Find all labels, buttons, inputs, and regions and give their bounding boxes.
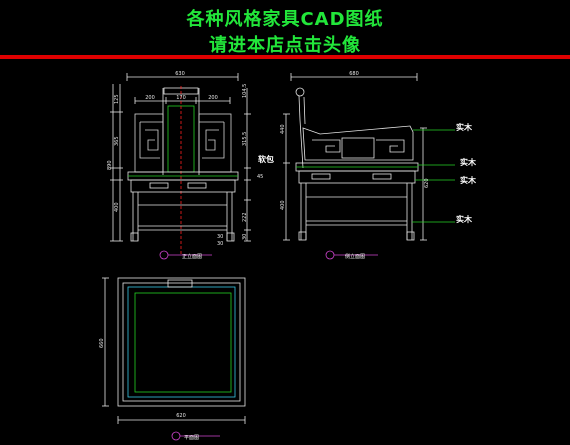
banner-title: 各种风格家具CAD图纸 — [186, 9, 384, 30]
front-dim-right-3: 222 — [242, 212, 248, 222]
side-view-title: 侧立面图 — [345, 253, 365, 260]
side-dim-right-total: 620 — [424, 178, 430, 188]
front-dim-foot-a: 30 — [217, 234, 223, 240]
front-dim-height-total: 890 — [107, 160, 113, 170]
banner-subtitle: 请进本店点击头像 — [209, 35, 361, 56]
red-divider — [0, 55, 570, 59]
front-dim-sub-mid: 170 — [176, 95, 186, 101]
front-dim-left-1: 125 — [114, 94, 120, 104]
front-dim-right-2: 45 — [257, 174, 263, 180]
front-dim-top-right: 104.5 — [242, 84, 248, 98]
front-dim-width: 630 — [175, 71, 185, 77]
plan-dim-depth: 660 — [99, 338, 105, 348]
front-label-cushion: 软包 — [258, 154, 274, 164]
side-label-solid-4: 实木 — [456, 214, 473, 224]
front-elevation — [110, 73, 251, 260]
header-banner: 各种风格家具CAD图纸 请进本店点击头像 — [0, 0, 570, 56]
plan-dim-width: 620 — [176, 413, 186, 419]
front-dim-sub-left: 200 — [145, 95, 155, 101]
side-label-solid-3: 实木 — [460, 175, 477, 185]
front-dim-left-3: 400 — [114, 202, 120, 212]
side-dim-left-2: 400 — [280, 200, 286, 210]
front-dim-left-2: 365 — [114, 136, 120, 146]
side-label-solid-1: 实木 — [456, 122, 473, 132]
front-view-title: 正立面图 — [182, 253, 202, 260]
plan-view-title: 平面图 — [184, 435, 199, 441]
side-dim-width: 680 — [349, 71, 359, 77]
side-elevation — [283, 73, 455, 260]
side-label-solid-2: 实木 — [460, 157, 477, 167]
front-dim-foot-b: 30 — [217, 241, 223, 247]
cad-drawing: 630 200 170 200 104.5 125 365 890 315.5 … — [99, 71, 477, 441]
front-dim-sub-right: 200 — [208, 95, 218, 101]
side-dim-left-1: 440 — [280, 124, 286, 134]
plan-view — [102, 277, 246, 441]
front-dim-right-1: 315.5 — [242, 132, 248, 146]
front-dim-right-4: 30 — [242, 234, 248, 240]
